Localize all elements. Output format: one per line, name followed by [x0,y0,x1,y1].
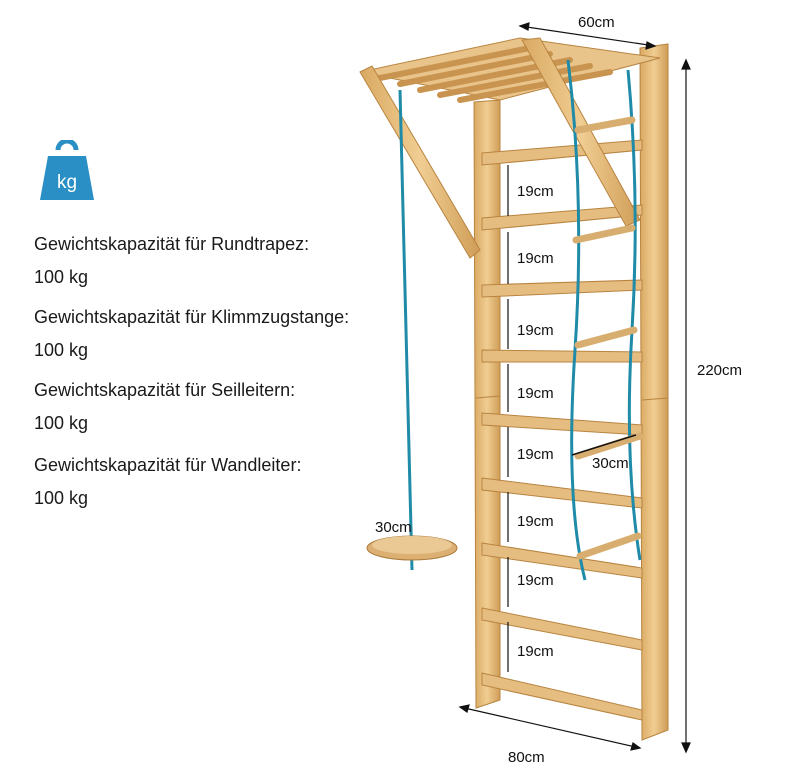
right-upright [639,43,669,741]
capacity-value: 100 kg [34,267,89,287]
weight-icon-label: kg [56,172,78,193]
capacity-label: Gewichtskapazität für Klimmzugstange: [34,307,350,327]
rung-spacing-label: 19cm [517,572,554,589]
bottom-width-label: 80cm [508,749,545,766]
ladder-rungs [481,139,643,721]
capacity-value: 100 kg [34,340,89,360]
rung-spacing-label: 19cm [517,385,554,402]
capacity-wandleiter: Gewichtskapazität für Wandleiter: 100 kg [34,449,301,515]
rope-ladder-width-label: 30cm [592,455,629,472]
rung-spacing-label: 19cm [517,183,554,200]
rung-spacing-label: 19cm [517,250,554,267]
left-brace [359,65,481,259]
capacity-value: 100 kg [34,488,89,508]
height-label: 220cm [697,362,743,379]
capacity-label: Gewichtskapazität für Seilleitern: [34,380,296,400]
capacity-label: Gewichtskapazität für Rundtrapez: [34,234,310,254]
rung-spacing-label: 19cm [517,513,554,530]
kettlebell-weight-icon: kg [38,138,96,202]
rung-spacing-label: 19cm [517,322,554,339]
rope-ladder-rungs [572,116,644,560]
capacity-label: Gewichtskapazität für Wandleiter: [34,455,302,475]
capacity-seilleitern: Gewichtskapazität für Seilleitern: 100 k… [34,374,295,440]
capacity-klimmzugstange: Gewichtskapazität für Klimmzugstange: 10… [34,301,349,367]
top-width-label: 60cm [578,14,615,31]
capacity-rundtrapez: Gewichtskapazität für Rundtrapez: 100 kg [34,228,309,294]
rung-spacing-label: 19cm [517,643,554,660]
capacity-value: 100 kg [34,413,89,433]
swing-rope [398,89,414,571]
swing-diameter-label: 30cm [375,519,412,536]
rung-spacing-label: 19cm [517,446,554,463]
